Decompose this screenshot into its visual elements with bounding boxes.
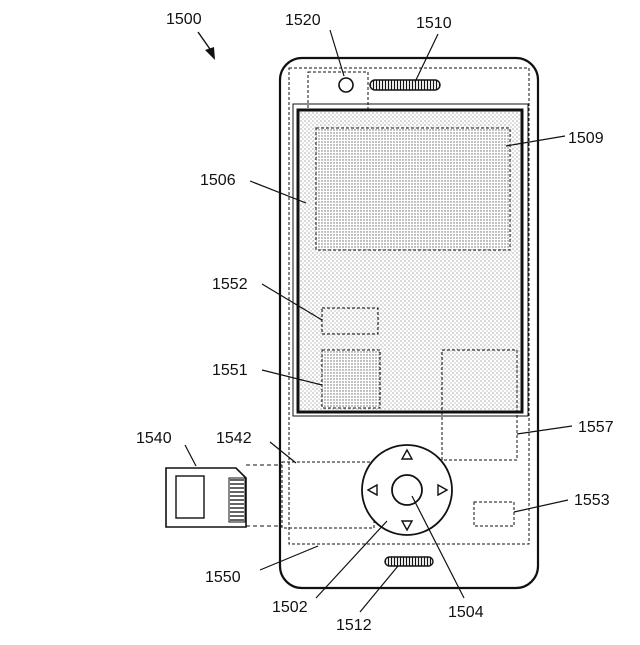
- label-center-button: 1504: [448, 604, 484, 621]
- label-speaker: 1512: [336, 617, 372, 634]
- label-camera: 1520: [285, 12, 321, 29]
- display-region-1509: [316, 128, 510, 250]
- dpad: [362, 445, 452, 535]
- label-display-region: 1509: [568, 130, 604, 147]
- speaker-grille: [385, 557, 433, 566]
- label-region-1557: 1557: [578, 419, 614, 436]
- label-slot: 1542: [216, 430, 252, 447]
- label-display: 1506: [200, 172, 236, 189]
- label-card: 1540: [136, 430, 172, 447]
- earpiece-grille: [370, 80, 440, 90]
- label-housing: 1550: [205, 569, 241, 586]
- label-region-1551: 1551: [212, 362, 248, 379]
- label-sensor: 1553: [574, 492, 610, 509]
- memory-card: [166, 468, 246, 527]
- center-button: [392, 475, 422, 505]
- label-earpiece: 1510: [416, 15, 452, 32]
- label-region-1552: 1552: [212, 276, 248, 293]
- camera-lens-icon: [339, 78, 353, 92]
- label-dpad: 1502: [272, 599, 308, 616]
- device-ref-arrow: [198, 32, 215, 60]
- device-ref-label: 1500: [166, 11, 202, 28]
- region-1551: [322, 350, 380, 408]
